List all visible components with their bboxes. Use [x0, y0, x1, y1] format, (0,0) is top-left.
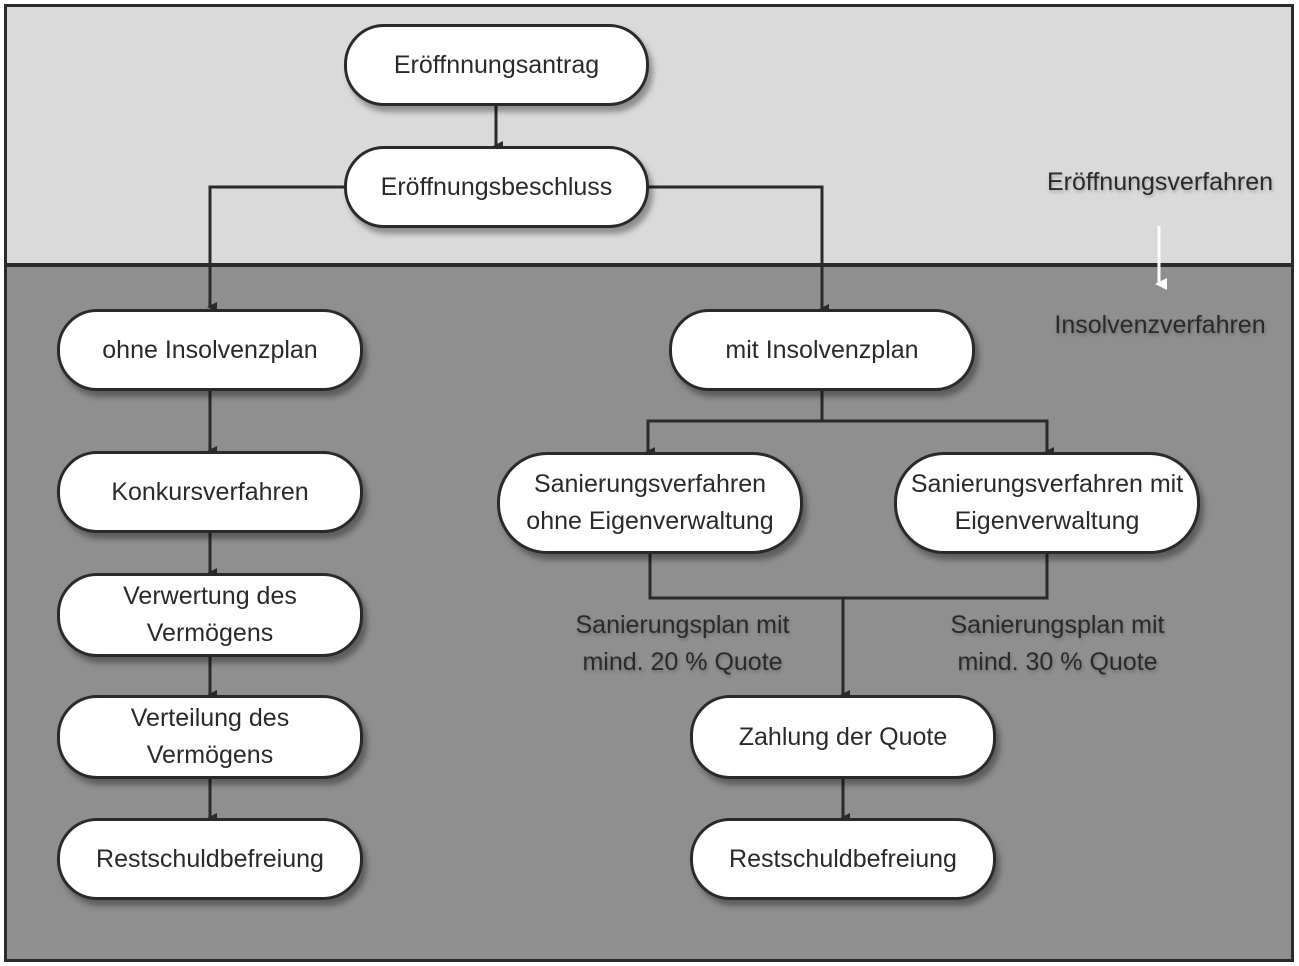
node-verteilung: Verteilung des Vermögens	[57, 695, 363, 779]
node-mit-insolvenzplan: mit Insolvenzplan	[669, 309, 975, 391]
edge-sanierung-ohne-merge	[648, 553, 1049, 600]
node-restschuldbefreiung-links: Restschuldbefreiung	[57, 818, 363, 900]
node-konkursverfahren: Konkursverfahren	[57, 451, 363, 533]
note-sanierungsplan-20: Sanierungsplan mit mind. 20 % Quote	[575, 611, 790, 676]
note-sanierungsplan-30: Sanierungsplan mit mind. 30 % Quote	[950, 611, 1165, 676]
node-zahlung-der-quote: Zahlung der Quote	[690, 695, 996, 779]
phase-label-eroeffnungsverfahren: Eröffnungsverfahren	[1046, 168, 1274, 196]
edge-split-sanierung-ohne	[645, 419, 822, 457]
node-sanierung-mit-eigenverwaltung: Sanierungsverfahren mit Eigenverwaltung	[894, 452, 1200, 554]
node-sanierung-ohne-eigenverwaltung: Sanierungsverfahren ohne Eigenverwaltung	[497, 452, 803, 554]
node-eroeffnungsantrag: Eröffnnungsantrag	[344, 24, 649, 106]
edge-split-sanierung-mit	[822, 419, 1054, 457]
edge-beschluss-mit	[648, 185, 829, 314]
node-ohne-insolvenzplan: ohne Insolvenzplan	[57, 309, 363, 391]
node-restschuldbefreiung-rechts: Restschuldbefreiung	[690, 818, 996, 900]
eroeffnungsverfahren-band	[4, 4, 1294, 266]
node-eroeffnungsbeschluss: Eröffnungsbeschluss	[344, 146, 649, 228]
edge-beschluss-ohne	[207, 185, 344, 312]
node-verwertung: Verwertung des Vermögens	[57, 573, 363, 657]
phase-label-insolvenzverfahren: Insolvenzverfahren	[1054, 311, 1266, 339]
